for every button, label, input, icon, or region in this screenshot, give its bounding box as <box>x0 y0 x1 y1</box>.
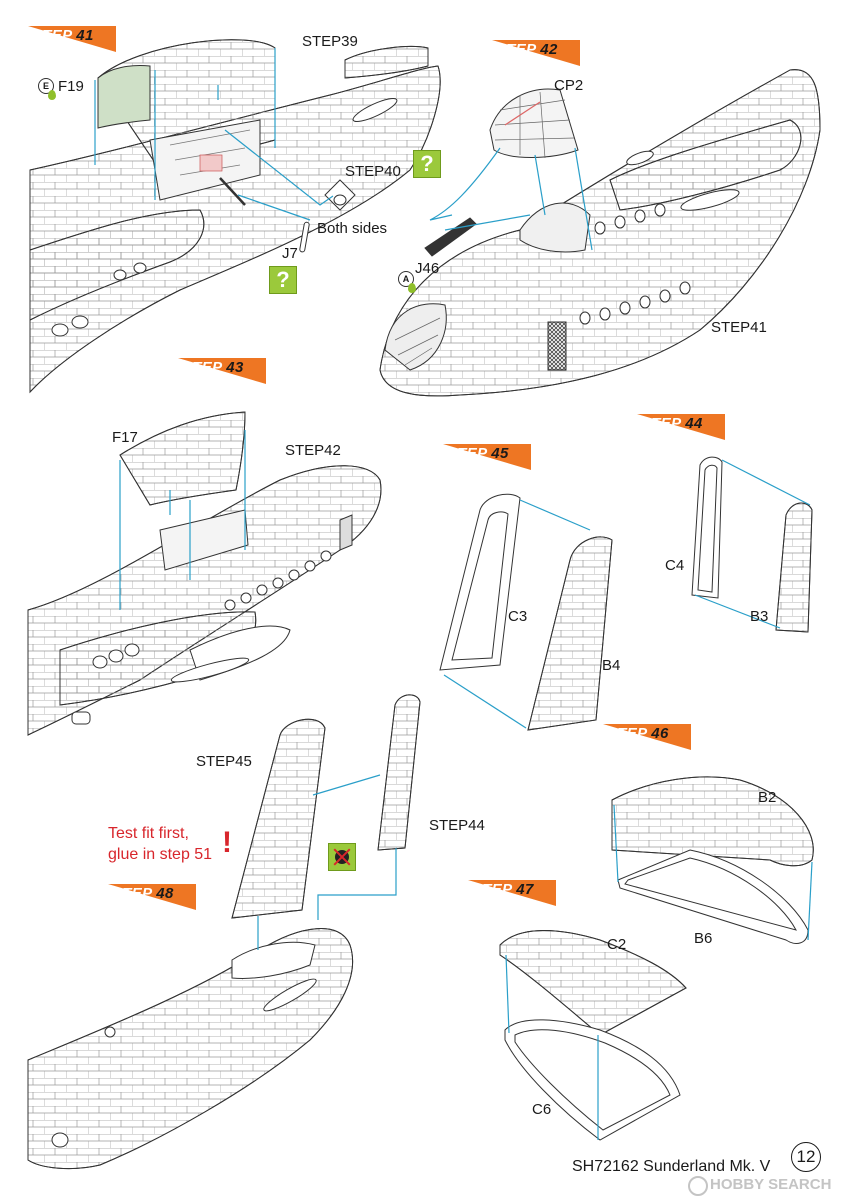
part-j46-label: J46 <box>415 260 440 277</box>
tailplane-b2-b6-drawing <box>611 776 814 944</box>
warning-exclamation-icon: ! <box>222 826 232 859</box>
step-42-number: 42 <box>540 41 558 58</box>
fuselage-step43-drawing <box>27 411 382 736</box>
part-f19-label: F19 <box>58 78 84 95</box>
part-cp2-label: CP2 <box>554 77 584 94</box>
step-prefix: STEP <box>447 445 492 462</box>
fin-c4-b3-drawing <box>691 456 813 633</box>
nose-step42-drawing <box>379 69 821 397</box>
both-sides-note: Both sides <box>317 220 388 237</box>
fin-c3-b4-drawing <box>439 493 613 731</box>
step-prefix: STEP <box>496 41 541 58</box>
step-prefix: STEP <box>182 359 227 376</box>
step-43-flag: STEP 43 <box>178 358 268 384</box>
paint-drop-icon <box>408 283 416 293</box>
part-c3-label: C3 <box>508 608 528 625</box>
paint-drop-icon <box>48 90 56 100</box>
step-prefix: STEP <box>472 881 517 898</box>
step-44-number: 44 <box>685 415 703 432</box>
label-step39: STEP39 <box>302 33 358 50</box>
step-47-number: 47 <box>516 881 534 898</box>
step-48-flag: STEP 48 <box>108 884 198 910</box>
part-c6-label: C6 <box>532 1101 552 1118</box>
step-42-flag: STEP 42 <box>492 40 582 66</box>
part-b2-label: B2 <box>758 789 777 806</box>
step-43-number: 43 <box>226 359 244 376</box>
watermark: HOBBY SEARCH <box>710 1176 832 1193</box>
page-number: 12 <box>791 1142 821 1172</box>
test-fit-warning-line2: glue in step 51 <box>108 846 213 863</box>
step-prefix: STEP <box>641 415 686 432</box>
step-48-number: 48 <box>156 885 174 902</box>
fuselage-step41-drawing <box>29 39 441 394</box>
step-45-number: 45 <box>491 445 509 462</box>
label-step41: STEP41 <box>711 319 767 336</box>
optional-question-icon: ? <box>269 266 297 294</box>
step-46-flag: STEP 46 <box>603 724 693 750</box>
step-41-number: 41 <box>76 27 94 44</box>
label-step40: STEP40 <box>345 163 401 180</box>
step-47-flag: STEP 47 <box>468 880 558 906</box>
label-step42: STEP42 <box>285 442 341 459</box>
part-f17-label: F17 <box>112 429 138 446</box>
test-fit-warning-line1: Test fit first, <box>108 825 189 842</box>
step-45-flag: STEP 45 <box>443 444 533 470</box>
step-44-flag: STEP 44 <box>637 414 727 440</box>
step-prefix: STEP <box>112 885 157 902</box>
step-prefix: STEP <box>607 725 652 742</box>
hobby-search-logo-icon <box>688 1176 708 1196</box>
part-b4-label: B4 <box>602 657 621 674</box>
label-step45: STEP45 <box>196 753 252 770</box>
tailplane-c2-c6-drawing <box>499 930 687 1141</box>
label-step44: STEP44 <box>429 817 485 834</box>
step-46-number: 46 <box>651 725 669 742</box>
part-c4-label: C4 <box>665 557 685 574</box>
part-b6-label: B6 <box>694 930 713 947</box>
tail-step48-drawing <box>27 694 421 1170</box>
step-prefix: STEP <box>32 27 77 44</box>
step-41-flag: STEP 41 <box>28 26 118 52</box>
part-j7-label: J7 <box>282 245 298 262</box>
no-glue-icon <box>328 843 356 871</box>
footer-kit-title: SH72162 Sunderland Mk. V <box>572 1158 771 1175</box>
part-c2-label: C2 <box>607 936 627 953</box>
optional-question-icon: ? <box>413 150 441 178</box>
part-b3-label: B3 <box>750 608 769 625</box>
assembly-guide-lines <box>94 48 813 1140</box>
